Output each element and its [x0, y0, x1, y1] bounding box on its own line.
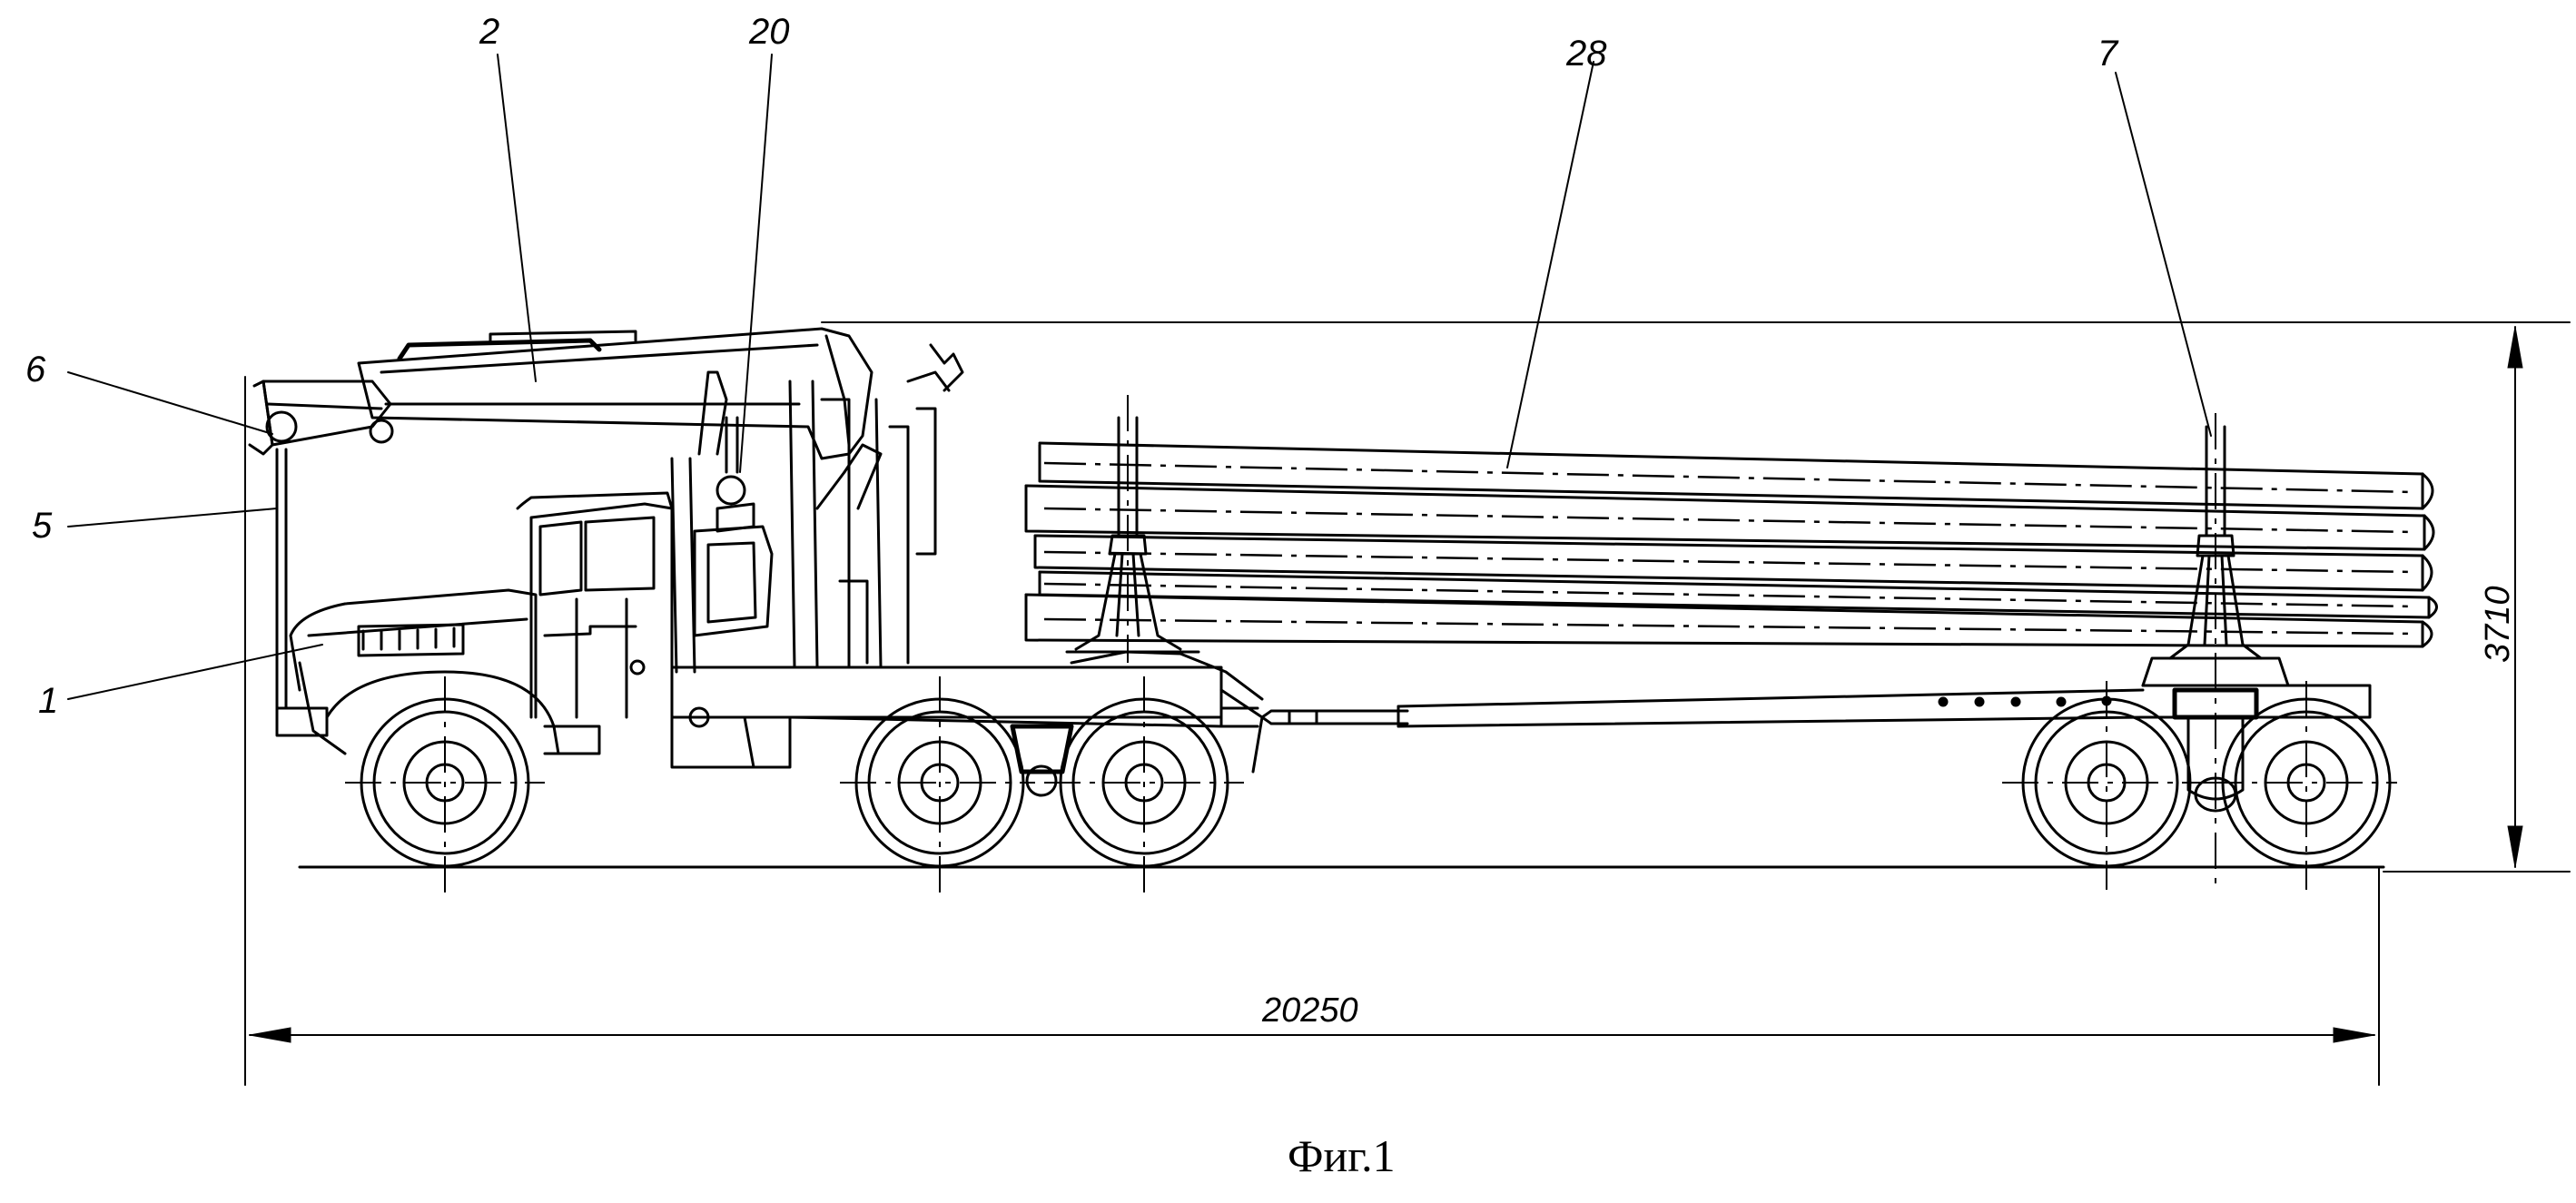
truck-cab [275, 491, 674, 755]
front-stanchion [1065, 395, 1200, 663]
truck-front-wheel [345, 676, 545, 894]
crane-column [670, 343, 964, 674]
height-dimension-label: 3710 [2479, 586, 2517, 663]
callout-2: 2 [479, 12, 499, 52]
rear-stanchion [2141, 413, 2290, 890]
callout-1: 1 [38, 681, 58, 721]
crane-boom [248, 327, 873, 460]
figure-caption: Фиг.1 [1288, 1130, 1396, 1181]
length-dimension-label: 20250 [1261, 991, 1358, 1030]
callout-6: 6 [25, 350, 46, 389]
truck-rear-wheel-1 [840, 676, 1035, 894]
callout-7: 7 [2097, 34, 2119, 74]
callout-5: 5 [32, 506, 53, 546]
callout-20: 20 [748, 12, 790, 52]
trailer-wheel-rear [2206, 681, 2397, 890]
log-load [1024, 441, 2438, 648]
grapple-rod [275, 448, 288, 710]
leader-lines [67, 54, 2212, 700]
bogie-suspension [1010, 724, 1074, 797]
trailer-wheel-front [2002, 681, 2206, 890]
truck-rear-wheel-2 [1044, 676, 1244, 894]
dim-length [244, 376, 2380, 1086]
callout-28: 28 [1565, 34, 1607, 74]
dim-height [821, 321, 2571, 873]
